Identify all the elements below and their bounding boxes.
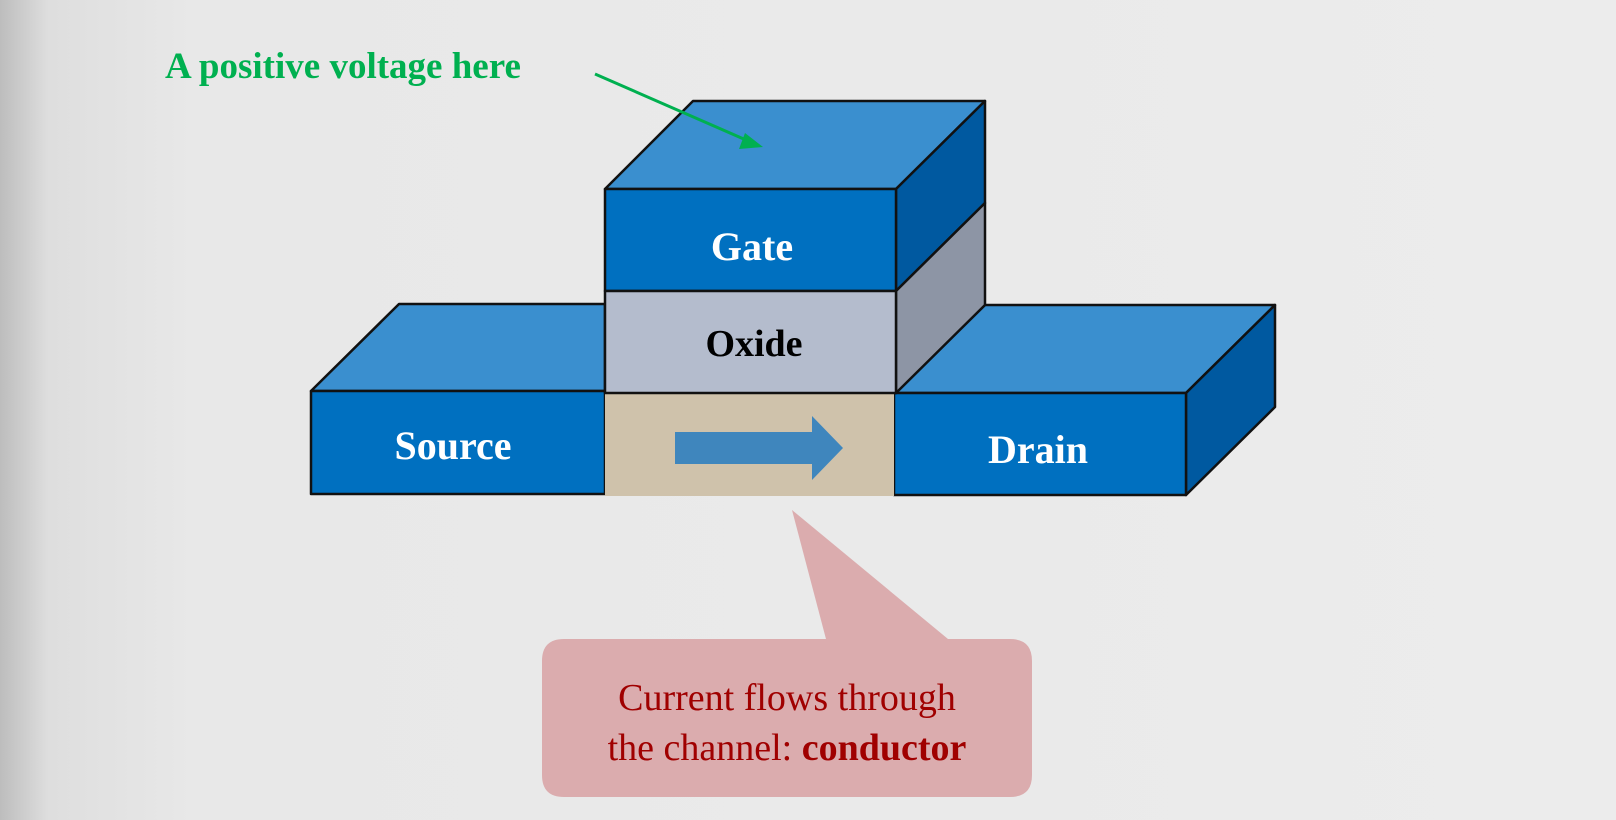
annotation-arrow-head xyxy=(739,133,763,149)
source-front-face xyxy=(309,389,607,496)
gate-front-face xyxy=(603,187,898,293)
oxide-label: Oxide xyxy=(705,323,802,365)
callout-line1: Current flows through xyxy=(618,677,956,719)
gate-label: Gate xyxy=(711,224,793,269)
drain-block xyxy=(892,303,1277,497)
voltage-annotation: A positive voltage here xyxy=(165,46,521,87)
oxide-front-face xyxy=(603,289,898,395)
drain-label: Drain xyxy=(988,427,1088,472)
drain-front-face xyxy=(892,391,1188,497)
gate-stack xyxy=(603,99,987,395)
annotation-arrow-shaft xyxy=(594,72,747,142)
current-arrow xyxy=(675,416,843,480)
callout-bubble xyxy=(542,510,1032,797)
callout-line2-prefix: the channel: xyxy=(608,727,802,769)
callout-line2: the channel: conductor xyxy=(608,727,967,769)
source-label: Source xyxy=(394,423,511,468)
callout-line2-bold: conductor xyxy=(802,727,967,769)
